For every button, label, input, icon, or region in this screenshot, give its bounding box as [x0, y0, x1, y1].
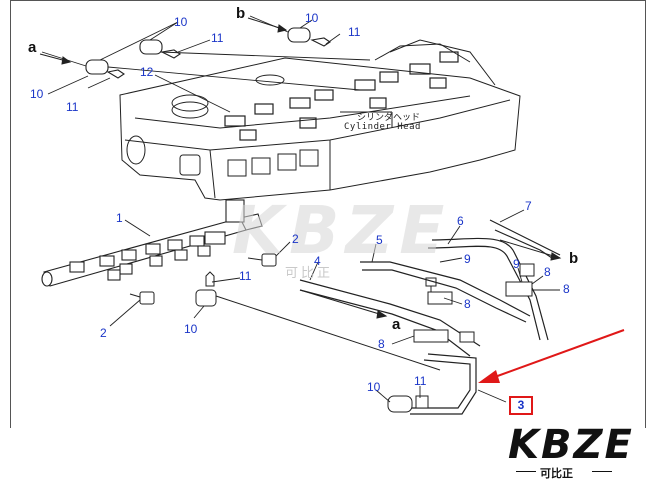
leader-lines	[109, 209, 560, 403]
callout-11: 11	[211, 31, 224, 45]
callout-2: 2	[100, 326, 107, 340]
ref-letter-b-right: b	[569, 250, 579, 267]
callout-7: 7	[525, 199, 532, 213]
callout-8: 8	[544, 265, 551, 279]
arrows	[39, 17, 562, 319]
callout-4: 4	[314, 254, 321, 268]
callout-2: 2	[292, 232, 299, 246]
callout-6: 6	[457, 214, 464, 228]
cylinder-head-label-jp: シリンダヘッド	[357, 113, 421, 123]
frame-top-border	[10, 0, 646, 1]
top-clamps	[85, 27, 331, 79]
logo-rule-right	[592, 471, 612, 472]
highlight-arrow	[478, 329, 625, 383]
callout-8: 8	[378, 337, 385, 351]
pipe-clamp	[195, 271, 441, 371]
frame-right-border	[645, 0, 646, 428]
callout-11: 11	[348, 25, 361, 39]
callout-9: 9	[513, 257, 520, 271]
callout-1: 1	[116, 211, 123, 225]
callout-11: 11	[414, 374, 427, 388]
frame-left-border	[10, 0, 11, 428]
logo-rule-left	[516, 471, 536, 472]
logo-subtext: 可比正	[540, 468, 573, 480]
kbze-logo: KBZE 可比正	[508, 425, 644, 483]
callout-10: 10	[184, 322, 198, 336]
callout-5: 5	[376, 233, 383, 247]
cylinder-head-drawing	[119, 39, 521, 201]
top-leader-lines	[41, 15, 371, 113]
ref-letter-b-top: b	[236, 5, 246, 22]
callout-10: 10	[305, 11, 319, 25]
callout-10: 10	[30, 87, 44, 101]
logo-text: KBZE	[508, 422, 634, 468]
pipe-fittings	[387, 263, 535, 413]
callout-11: 11	[239, 269, 252, 283]
bolts	[129, 253, 437, 305]
callout-8: 8	[563, 282, 570, 296]
cylinder-head-label-en: Cylinder Head	[344, 122, 421, 132]
callout-3-highlighted: 3	[509, 396, 533, 415]
ref-letter-a-lower: a	[392, 316, 401, 333]
ref-letter-a-top: a	[28, 39, 37, 56]
callout-10: 10	[174, 15, 188, 29]
watermark: KBZE	[232, 192, 451, 269]
watermark-sub: 可比正	[285, 265, 334, 280]
callout-9: 9	[464, 252, 471, 266]
callout-11: 11	[66, 100, 79, 114]
common-rail	[41, 199, 263, 287]
callout-10: 10	[367, 380, 381, 394]
callout-8: 8	[464, 297, 471, 311]
callout-12: 12	[140, 65, 154, 79]
